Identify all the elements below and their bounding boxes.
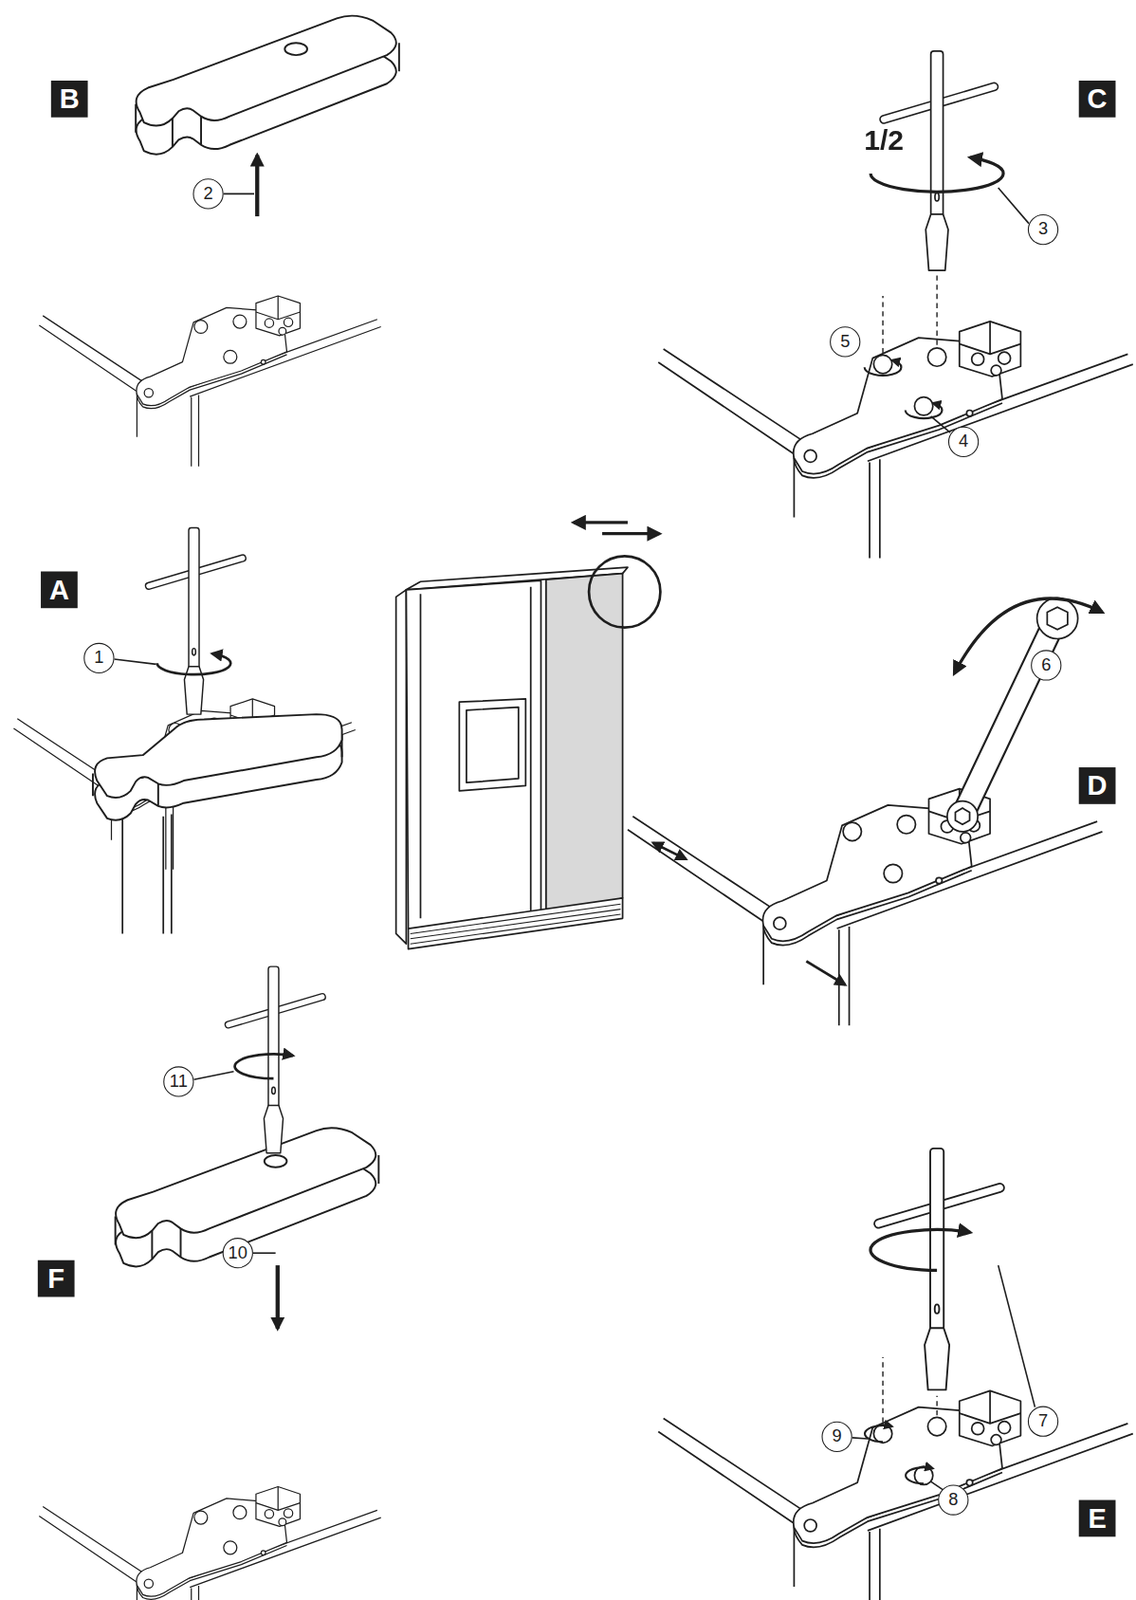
shift-arrow (806, 960, 845, 985)
callout-number: 7 (1027, 1406, 1059, 1437)
panel-letter: E (1079, 1500, 1117, 1538)
leader-line (852, 1437, 868, 1439)
hinge-cover (92, 714, 343, 821)
swing-arrow (953, 598, 1102, 674)
callout-number: 6 (1030, 649, 1062, 680)
hinge-plate (658, 1390, 1134, 1600)
rotation-arrow (235, 1053, 294, 1079)
callout-number: 9 (821, 1421, 852, 1452)
leader-line (998, 187, 1029, 224)
hinge-cover (135, 16, 400, 155)
open-wrench (947, 597, 1079, 831)
fridge-edge (122, 814, 172, 935)
leader-line (253, 1251, 276, 1254)
callout-number: 2 (192, 178, 223, 209)
callout-number: 4 (948, 426, 979, 458)
panel-letter: F (37, 1260, 75, 1298)
callout-number: 10 (222, 1237, 254, 1268)
lower-arrow (275, 1264, 280, 1329)
t-wrench (148, 528, 243, 715)
hinge-plate (38, 295, 381, 467)
callout-number: 3 (1027, 214, 1059, 245)
guide-line (882, 274, 937, 353)
detail-circle (588, 555, 660, 627)
callout-number: 5 (829, 326, 861, 357)
panel-letter: B (51, 80, 89, 118)
bolt-arrow (905, 1466, 934, 1484)
callout-number: 1 (83, 642, 114, 674)
hinge-plate (627, 788, 1103, 1027)
rotation-arrow (157, 653, 231, 675)
bolt-arrow (864, 1425, 893, 1442)
hinge-plate (13, 698, 355, 870)
t-wrench (228, 966, 323, 1154)
t-wrench (879, 1148, 1001, 1390)
leader-line (194, 1071, 235, 1081)
panel-letter: C (1079, 80, 1117, 118)
hinge-plate (658, 321, 1134, 559)
leader-line (931, 416, 951, 433)
t-wrench (883, 51, 994, 271)
leader-line (998, 1264, 1036, 1408)
bolt-arrow (864, 360, 902, 376)
hinge-plate (38, 1486, 381, 1600)
refrigerator (396, 567, 628, 949)
bolt-arrow (905, 403, 943, 419)
turn-label: 1/2 (863, 124, 904, 157)
callout-number: 8 (937, 1484, 969, 1515)
shift-arrow (573, 520, 628, 524)
leader-line (114, 659, 157, 664)
callout-number: 11 (163, 1065, 194, 1097)
panel-letter: D (1079, 767, 1117, 805)
lift-arrow (255, 155, 259, 218)
shift-arrow (653, 842, 686, 860)
rotation-arrow (870, 1228, 971, 1270)
panel-letter: A (40, 570, 78, 608)
rotation-arrow (870, 157, 1004, 192)
leader-line (223, 193, 255, 196)
shift-arrow (602, 531, 660, 535)
